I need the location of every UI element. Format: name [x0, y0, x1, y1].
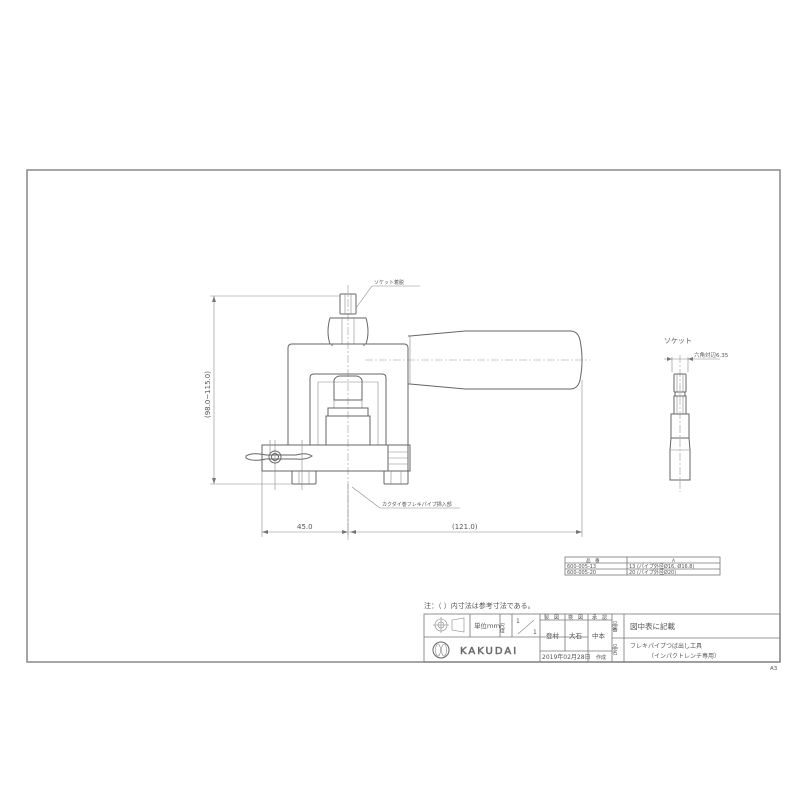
checked-label: 検 図 [568, 614, 583, 621]
scale-label: 尺度 [499, 623, 505, 634]
part-name-line2: （インパクトレンチ専用） [648, 652, 720, 660]
part-no-value: 図中表に記載 [630, 621, 675, 631]
approved-label: 承 認 [592, 614, 607, 621]
unit-label: 単位ｍｍ [474, 621, 501, 630]
checked-by: 大石 [569, 631, 583, 640]
approved-by: 中本 [592, 631, 606, 640]
created-label: 作成 [596, 654, 606, 661]
parts-table-row1-partno: 600-005-13 [567, 564, 596, 570]
right-width-dimension: (121.0) [452, 523, 478, 531]
part-name-line1: フレキパイプつば出し工具 [630, 642, 702, 650]
parts-table-row1-a: 13 (パイプ外径Ø16, Ø16.8) [629, 563, 694, 570]
drawing-frame [26, 169, 781, 663]
dimension-lines [210, 285, 583, 537]
sheet-size-label: A3 [770, 666, 778, 672]
parts-table [564, 556, 721, 576]
tool-front-view [245, 285, 590, 540]
parts-table-header-a: A [672, 558, 676, 564]
parts-table-header-partno: 品 番 [586, 557, 600, 564]
parts-table-row2-a: 20 (パイプ外径Ø20) [629, 569, 676, 576]
third-angle-projection-icon [433, 617, 465, 633]
kakudai-logo-icon [432, 641, 450, 659]
title-block [423, 613, 781, 663]
height-dimension: (98.0~115.0) [204, 371, 212, 418]
socket-detail-view [664, 355, 720, 492]
brand-name: KAKUDAI [460, 646, 518, 657]
pipe-insert-label: カクダイ巻フレキパイプ挿入部 [382, 501, 452, 508]
socket-hex-label: 六角対辺6.35 [694, 351, 729, 359]
dimension-note: 注：（ ）内寸法は参考寸法である。 [424, 601, 535, 610]
socket-fitting-label: ソケット着脱 [374, 279, 404, 286]
part-name-label: 品名 [611, 644, 618, 657]
drawn-by: 登村 [546, 631, 560, 640]
left-width-dimension: 45.0 [297, 523, 313, 531]
drawing-date: 2019年02月28日 [542, 653, 591, 661]
parts-table-row2-partno: 600-005-20 [567, 570, 596, 576]
scale-numerator: 1 [516, 618, 520, 625]
scale-denominator: 1 [533, 629, 537, 636]
part-no-label: 品番 [611, 621, 618, 634]
drawn-label: 製 図 [544, 614, 559, 621]
socket-title: ソケット [664, 337, 692, 345]
